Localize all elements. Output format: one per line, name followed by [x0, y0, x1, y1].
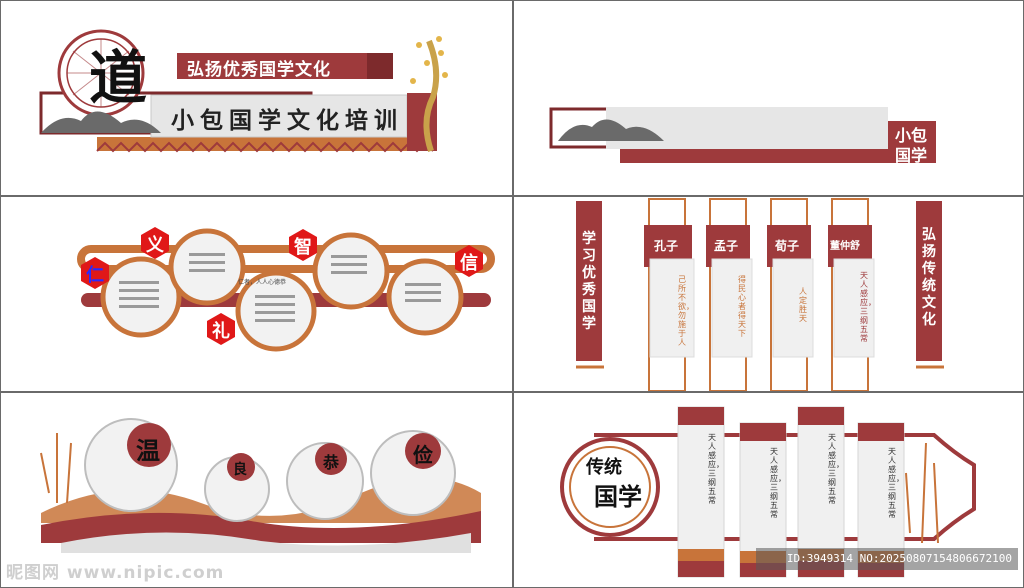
panel-simple-sign: 小包 国学 — [513, 0, 1024, 196]
left-banner-bg — [576, 201, 602, 361]
virtue-gong: 恭 — [323, 453, 340, 472]
scroll-title-4: 天人感应，三纲五常 — [888, 447, 904, 519]
scroll-name-xunzi: 荀子 — [775, 239, 800, 253]
panel-culture-header: 道 弘扬优秀国学文化 小包国学文化培训 — [0, 0, 513, 196]
virtue-wen: 温 — [136, 436, 160, 465]
circle-heading: 仁者，人人心德恭 — [238, 279, 287, 286]
virtue-li: 礼 — [212, 321, 230, 342]
panel2-art — [549, 107, 936, 163]
top-rail — [77, 245, 495, 273]
seal-line1: 传统 — [586, 457, 622, 478]
wave-band — [41, 478, 481, 523]
plum-tree — [423, 39, 440, 152]
scroll-quote-mengzi: 得民心者得天下 — [738, 275, 746, 338]
seal-line2: 国学 — [594, 482, 642, 511]
virtue-circles — [100, 228, 464, 352]
panel5-art — [40, 418, 481, 553]
panel-five-virtues: 仁 义 礼 智 信 仁者，人人心德恭 — [0, 196, 513, 392]
site-watermark: 昵图网 www.nipic.com — [6, 563, 225, 583]
scroll-quote-kongzi: 己所不欲，勿施于人 — [678, 275, 694, 347]
dao-character: 道 — [89, 44, 148, 112]
title-box — [150, 94, 408, 138]
scroll-quote-dongzhongshu: 天人感应，三纲五常 — [860, 271, 876, 343]
virtue-hexagons — [81, 227, 483, 345]
scroll-title-2: 天人感应，三纲五常 — [770, 447, 786, 519]
scroll-title-3: 天人感应，三纲五常 — [828, 433, 844, 505]
virtue-badges — [127, 423, 441, 481]
virtue-jian: 俭 — [413, 443, 433, 467]
mountain-shape — [41, 111, 161, 133]
banner-tail — [367, 53, 393, 79]
scroll-title-1: 天人感应，三纲五常 — [708, 433, 724, 505]
scroll-name-dongzhongshu: 董仲舒 — [830, 241, 860, 252]
panel-sages-scrolls: 学习优秀国学 弘扬传统文化 孔子 孟子 荀子 董仲舒 己所不欲，勿施于人 得民心… — [513, 196, 1024, 392]
seal-circle — [560, 437, 660, 537]
panel4-art — [576, 198, 944, 391]
virtue-zhi: 智 — [294, 237, 312, 258]
maroon-strip — [620, 149, 936, 163]
virtue-xin: 信 — [460, 253, 478, 274]
banner-bar — [177, 53, 367, 79]
right-banner-bg — [916, 201, 942, 361]
frame-outline — [594, 433, 976, 541]
mountain-shape — [558, 119, 664, 141]
panel3-art — [77, 227, 495, 352]
panel1-art — [39, 29, 448, 153]
bamboo — [905, 442, 939, 544]
virtue-ren: 仁 — [86, 265, 104, 286]
scroll-name-kongzi: 孔子 — [654, 239, 679, 253]
scroll-name-mengzi: 孟子 — [714, 239, 739, 253]
side-label-line2: 国学 — [895, 146, 928, 165]
id-watermark: ID:3949314 NO:20250807154806672100 — [756, 548, 1018, 570]
side-label-line1: 小包 — [895, 126, 928, 145]
scroll-quote-xunzi: 人定胜天 — [799, 287, 807, 323]
left-banner: 学习优秀国学 — [582, 231, 596, 332]
virtue-liang: 良 — [233, 462, 247, 478]
banner-text: 弘扬优秀国学文化 — [187, 60, 331, 80]
label-block — [888, 121, 936, 163]
bamboo — [40, 433, 72, 504]
virtue-yi: 义 — [146, 235, 164, 256]
title-text: 小包国学文化培训 — [171, 107, 403, 134]
right-banner: 弘扬传统文化 — [922, 227, 936, 328]
panel-wen-liang-gong-jian: 温 良 恭 俭 — [0, 392, 513, 588]
gray-box — [606, 107, 888, 149]
